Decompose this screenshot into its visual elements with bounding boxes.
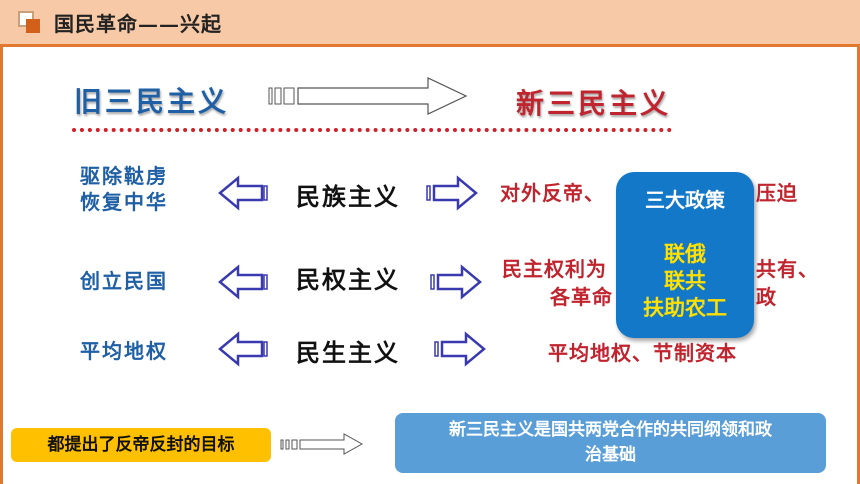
row1-left-label: 驱除鞑虏 恢复中华 — [80, 164, 168, 214]
common-goal-note: 都提出了反帝反封的目标 — [11, 428, 271, 462]
double-headed-right-arrow-icon — [426, 175, 478, 211]
double-headed-right-arrow-icon — [434, 331, 486, 367]
policies-title: 三大政策 — [645, 188, 725, 212]
basis-note: 新三民主义是国共两党合作的共同纲领和政 治基础 — [395, 413, 826, 473]
row3-doctrine: 民生主义 — [296, 338, 400, 367]
logo-squares-icon — [18, 11, 40, 33]
row2-right-label-b: 共有、 — [756, 257, 819, 281]
row1-doctrine: 民族主义 — [296, 182, 400, 211]
double-headed-left-arrow-icon — [218, 264, 268, 300]
row3-right-label: 平均地权、节制资本 — [548, 341, 737, 365]
three-policies-box: 三大政策 联俄 联共 扶助农工 — [616, 172, 754, 338]
header-bar: 国民革命——兴起 — [0, 0, 860, 47]
page-title: 国民革命——兴起 — [54, 12, 222, 36]
policy-item: 联共 — [664, 269, 706, 293]
row3-left-label: 平均地权 — [80, 339, 168, 363]
new-doctrine-title: 新三民主义 — [516, 87, 672, 120]
row2-left-label: 创立民国 — [80, 269, 168, 293]
small-right-arrow-icon — [280, 433, 364, 455]
row2-right-label-d: 政 — [756, 285, 777, 309]
double-headed-right-arrow-icon — [430, 264, 482, 300]
big-right-arrow-icon — [268, 77, 468, 115]
frame-border-left — [0, 47, 3, 484]
row2-doctrine: 民权主义 — [296, 265, 400, 294]
row2-right-label-c: 各革命 — [550, 285, 613, 309]
policy-item: 联俄 — [664, 242, 706, 266]
row2-right-label-a: 民主权利为 — [502, 257, 607, 281]
policy-item: 扶助农工 — [643, 296, 727, 320]
row1-right-label-a: 对外反帝、 — [500, 181, 605, 205]
double-headed-left-arrow-icon — [218, 331, 268, 367]
old-doctrine-title: 旧三民主义 — [74, 85, 230, 118]
double-headed-left-arrow-icon — [218, 175, 268, 211]
row1-right-label-b: 压迫 — [756, 181, 798, 205]
dotted-divider — [72, 128, 672, 132]
frame-border-right — [857, 47, 860, 484]
